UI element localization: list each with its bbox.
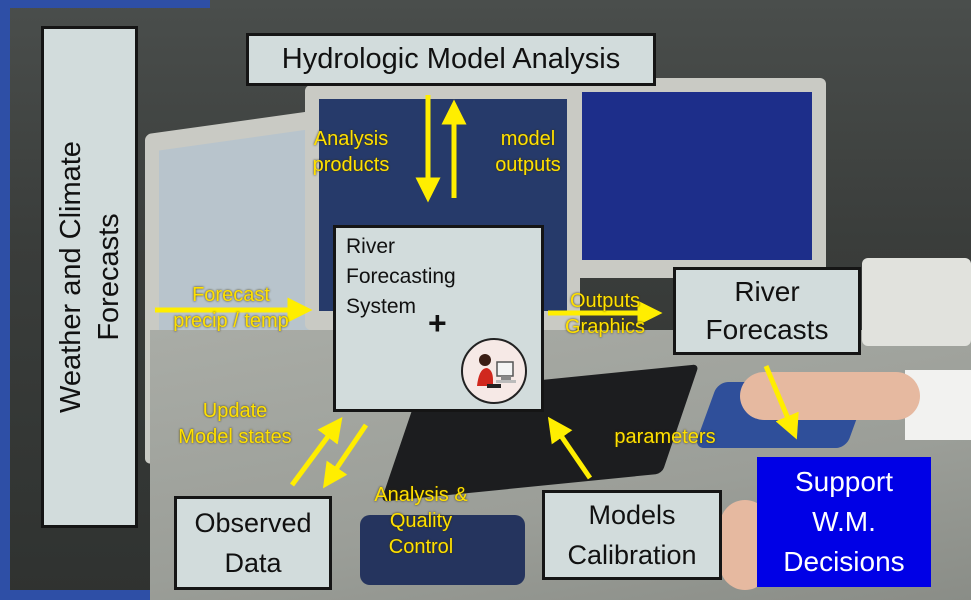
outputs-graphics-label: Outputs Graphics [549,288,661,340]
support-decisions-text: Support W.M. Decisions [783,462,904,582]
monitor-right [568,78,826,278]
analysis-products-line-1: Analysis [313,128,389,150]
hand-upper [740,372,920,420]
analysis-quality-line-1: Analysis & [374,484,468,506]
analysis-products-label: Analysis products [296,126,406,178]
river-forecasting-system-text: River Forecasting System [346,232,456,322]
update-states-line-2: Model states [178,426,292,448]
telephone [862,258,971,346]
river-forecasts-line-1: River [734,276,800,307]
forecast-precip-line-1: Forecast [192,284,270,306]
model-outputs-line-1: model [500,128,556,150]
hydrologic-model-analysis-text: Hydrologic Model Analysis [281,43,621,75]
rfs-line-1: River [346,235,396,258]
outputs-graphics-line-2: Graphics [564,316,646,338]
river-forecasts-text: River Forecasts [706,273,829,349]
river-forecasts-line-2: Forecasts [705,314,829,345]
river-forecasts-box: River Forecasts [673,267,861,355]
weather-climate-forecasts-text: Weather and Climate Forecasts [52,141,128,413]
weather-climate-line-2: Forecasts [92,213,125,341]
parameters-text: parameters [614,426,716,448]
river-forecasting-system-box: River Forecasting System + [333,225,544,412]
models-calibration-line-1: Models [588,500,676,530]
mousepad-left [360,515,525,585]
rfs-line-3: System [346,295,417,318]
observed-data-line-1: Observed [194,508,312,538]
observed-data-box: Observed Data [174,496,332,590]
monitor-right-screen [582,92,812,260]
analysis-products-line-2: products [312,154,390,176]
support-decisions-line-1: Support [794,466,894,497]
analysis-quality-control-label: Analysis & Quality Control [354,482,488,560]
rfs-line-2: Forecasting [346,265,456,288]
models-calibration-line-2: Calibration [567,540,697,570]
person-at-computer-icon [461,338,527,404]
weather-climate-forecasts-box: Weather and Climate Forecasts [41,26,138,528]
support-decisions-box: Support W.M. Decisions [757,457,931,587]
frame-strip-left [0,0,10,600]
update-model-states-label: Update Model states [160,398,310,450]
update-states-line-1: Update [202,400,268,422]
weather-climate-line-1: Weather and Climate [54,141,87,413]
models-calibration-box: Models Calibration [542,490,722,580]
support-decisions-line-2: W.M. [812,506,876,537]
analysis-quality-line-2: Quality [389,510,453,532]
frame-strip-top-left [0,0,210,8]
model-outputs-line-2: outputs [495,154,561,176]
plus-sign: + [428,305,447,341]
observed-data-text: Observed Data [194,503,311,583]
model-outputs-label: model outputs [476,126,580,178]
observed-data-line-2: Data [224,548,282,578]
parameters-label: parameters [598,424,732,450]
support-decisions-line-3: Decisions [783,546,905,577]
models-calibration-text: Models Calibration [567,495,696,575]
forecast-precip-line-2: precip / temp [173,310,289,332]
hydrologic-model-analysis-box: Hydrologic Model Analysis [246,33,656,86]
outputs-graphics-line-1: Outputs [569,290,641,312]
forecast-precip-label: Forecast precip / temp [156,282,306,334]
analysis-quality-line-3: Control [388,536,454,558]
